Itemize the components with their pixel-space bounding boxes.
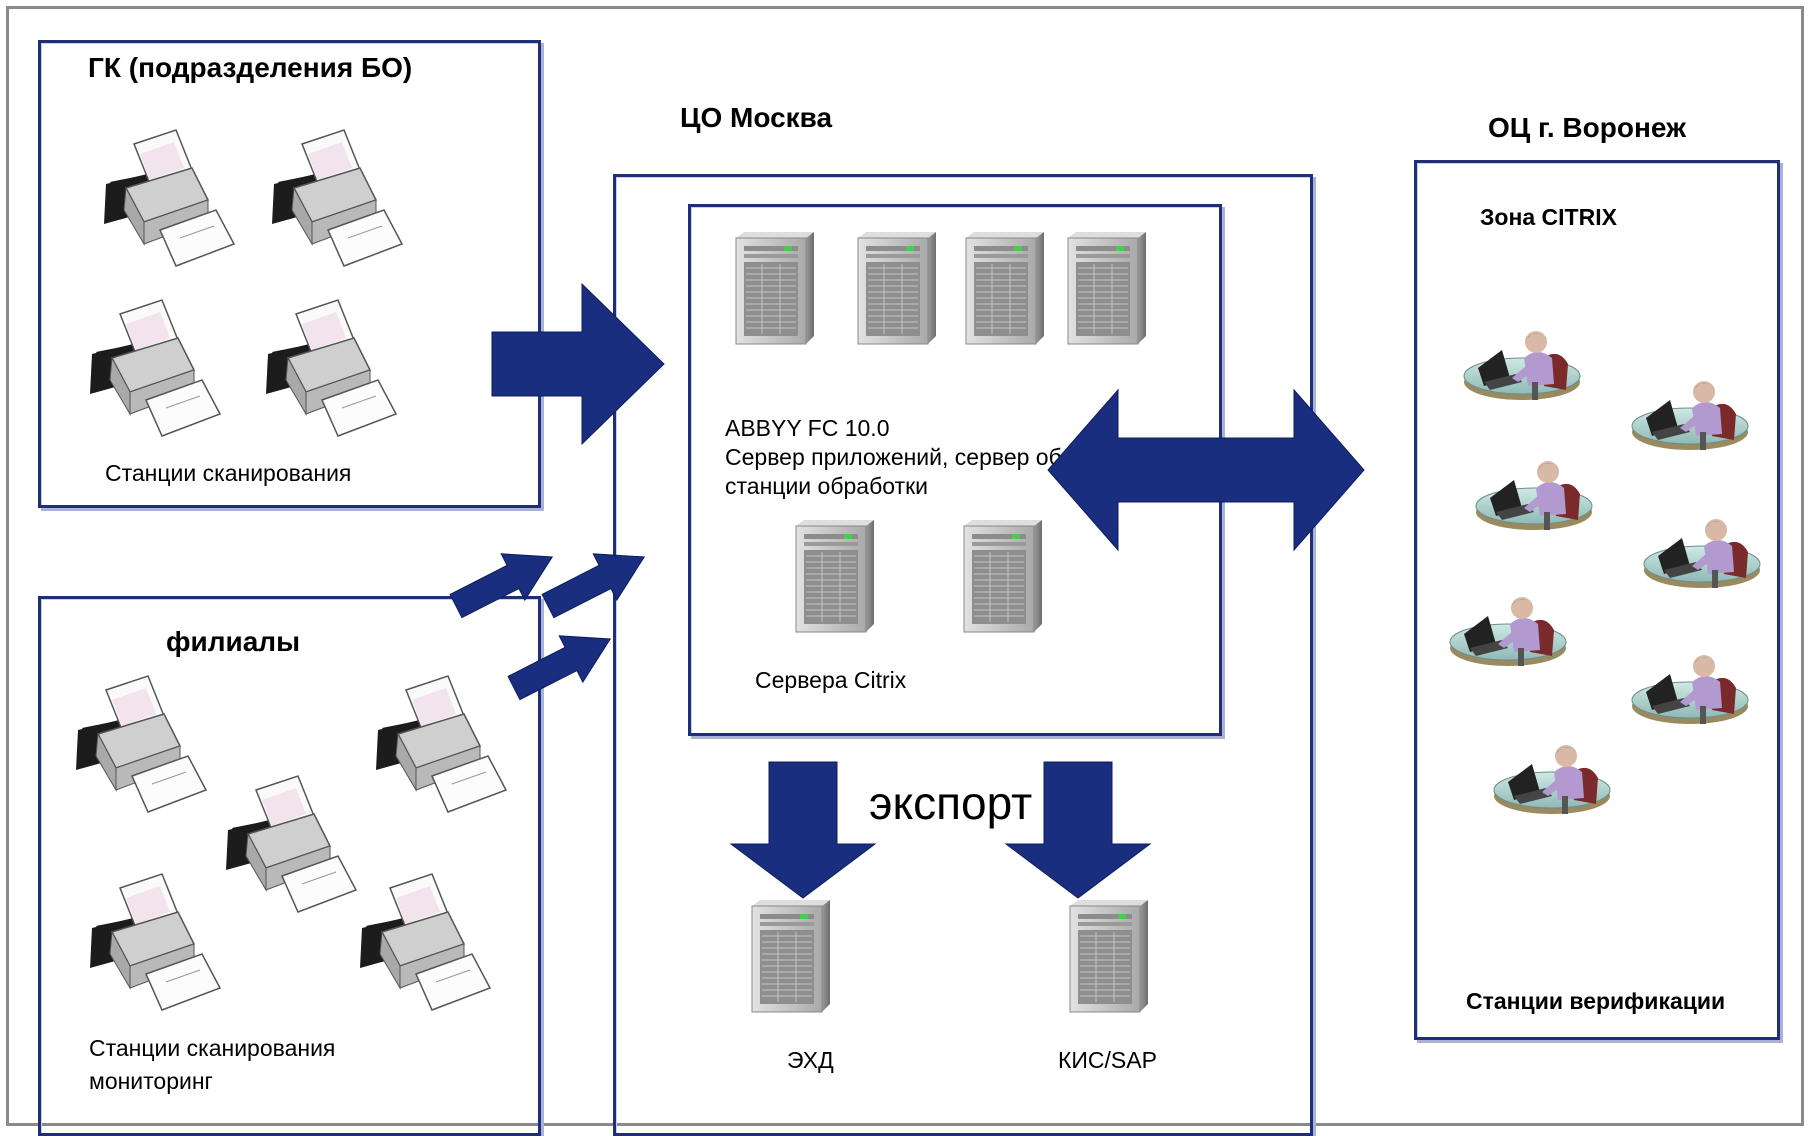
arrow-thin-icon — [501, 615, 623, 712]
arrow-thin-icon — [535, 533, 657, 630]
printer-icon — [103, 129, 235, 267]
server-icon — [963, 519, 1043, 633]
gk-box — [38, 40, 541, 508]
operator-icon — [1449, 596, 1567, 667]
printer-icon — [271, 129, 403, 267]
branches-title: филиалы — [166, 626, 300, 657]
operator-icon — [1643, 518, 1761, 589]
arrow-down-icon — [1005, 761, 1151, 899]
citrix-zone-label: Зона CITRIX — [1480, 204, 1617, 230]
arrow-right-icon — [491, 283, 665, 445]
operator-icon — [1631, 380, 1749, 451]
arrow-thin-icon — [443, 533, 565, 630]
voronezh-box — [1414, 160, 1780, 1040]
branches-caption-line2: мониторинг — [89, 1068, 213, 1094]
arrow-down-icon — [730, 761, 876, 899]
abbyy-line1: ABBYY FC 10.0 — [725, 415, 890, 441]
printer-icon — [89, 873, 221, 1011]
sap-label: КИС/SAP — [1058, 1047, 1157, 1073]
gk-caption: Станции сканирования — [105, 460, 352, 486]
gk-title: ГК (подразделения БО) — [88, 52, 413, 83]
printer-icon — [265, 299, 397, 437]
printer-icon — [75, 675, 207, 813]
printer-icon — [375, 675, 507, 813]
operator-icon — [1475, 460, 1593, 531]
server-icon — [1067, 231, 1147, 345]
export-label: экспорт — [869, 777, 1033, 829]
server-icon — [735, 231, 815, 345]
citrix-caption: Сервера Citrix — [755, 667, 907, 693]
voronezh-title: ОЦ г. Воронеж — [1488, 112, 1686, 143]
server-icon — [965, 231, 1045, 345]
abbyy-line3: станции обработки — [725, 473, 928, 499]
server-icon — [857, 231, 937, 345]
server-icon — [751, 899, 831, 1013]
operator-icon — [1463, 330, 1581, 401]
branches-caption-line1: Станции сканирования — [89, 1035, 336, 1061]
moscow-title: ЦО Москва — [680, 102, 833, 133]
operator-icon — [1631, 654, 1749, 725]
ehd-label: ЭХД — [787, 1047, 834, 1073]
verification-caption: Станции верификации — [1466, 988, 1726, 1014]
printer-icon — [89, 299, 221, 437]
double-arrow-icon — [1047, 388, 1365, 552]
server-icon — [795, 519, 875, 633]
server-icon — [1069, 899, 1149, 1013]
printer-icon — [225, 775, 357, 913]
printer-icon — [359, 873, 491, 1011]
operator-icon — [1493, 744, 1611, 815]
